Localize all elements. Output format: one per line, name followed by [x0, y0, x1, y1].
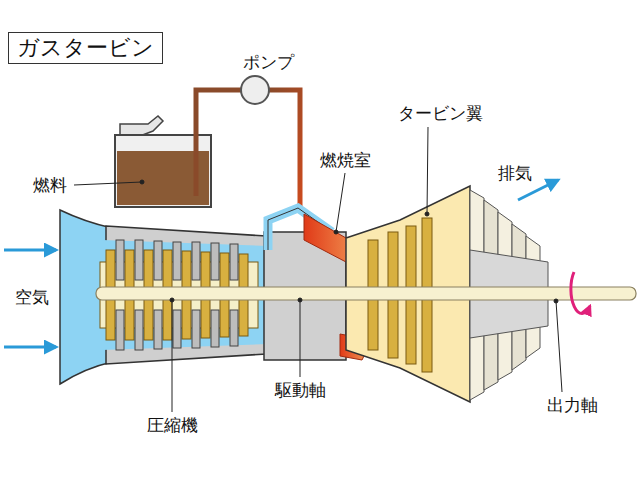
stator-vane [230, 244, 238, 280]
output-shaft [96, 287, 636, 300]
stator-vane [211, 243, 219, 280]
stator-vane [211, 310, 219, 347]
leader-dot [298, 298, 302, 302]
leader-line [556, 301, 562, 392]
part-label: 出力軸 [545, 395, 600, 415]
leader-lines [74, 127, 562, 412]
stator-vane [192, 310, 200, 348]
fuel-pipe [269, 90, 318, 224]
stator-vane [173, 242, 181, 280]
air-arrow [4, 346, 56, 349]
part-label: 空気 [13, 287, 51, 307]
diagram-title: ガスタービン [8, 32, 163, 64]
leader-line [172, 300, 173, 412]
stator-vane [135, 240, 143, 280]
stator-vane [135, 310, 143, 350]
stator-vane [116, 310, 124, 350]
exhaust-arrow [518, 180, 558, 200]
leader-line [336, 173, 345, 232]
part-label: ポンプ [241, 52, 296, 72]
leader-dot [334, 230, 338, 234]
part-label: 排気 [496, 163, 534, 183]
fuel-pipe [196, 90, 241, 196]
stator-vane [230, 310, 238, 346]
leader-line [300, 300, 301, 377]
pump-symbol [241, 76, 269, 104]
air-arrow [4, 249, 56, 252]
tank-spout [120, 116, 163, 136]
part-label: 燃料 [31, 175, 69, 195]
leader-line [427, 127, 428, 214]
rotation-arrow [571, 272, 590, 313]
stator-vane [154, 310, 162, 349]
stator-vane [192, 242, 200, 280]
stator-vane [116, 240, 124, 280]
leader-dot [170, 298, 174, 302]
leader-dot [140, 180, 144, 184]
part-label: 駆動軸 [273, 380, 328, 400]
part-label: 圧縮機 [145, 415, 200, 435]
leader-dot [425, 212, 429, 216]
stator-vane [173, 310, 181, 348]
part-label: タービン翼 [396, 103, 485, 123]
leader-dot [554, 299, 558, 303]
leader-line [74, 182, 142, 185]
stator-vane [154, 241, 162, 280]
part-label: 燃焼室 [318, 150, 373, 170]
